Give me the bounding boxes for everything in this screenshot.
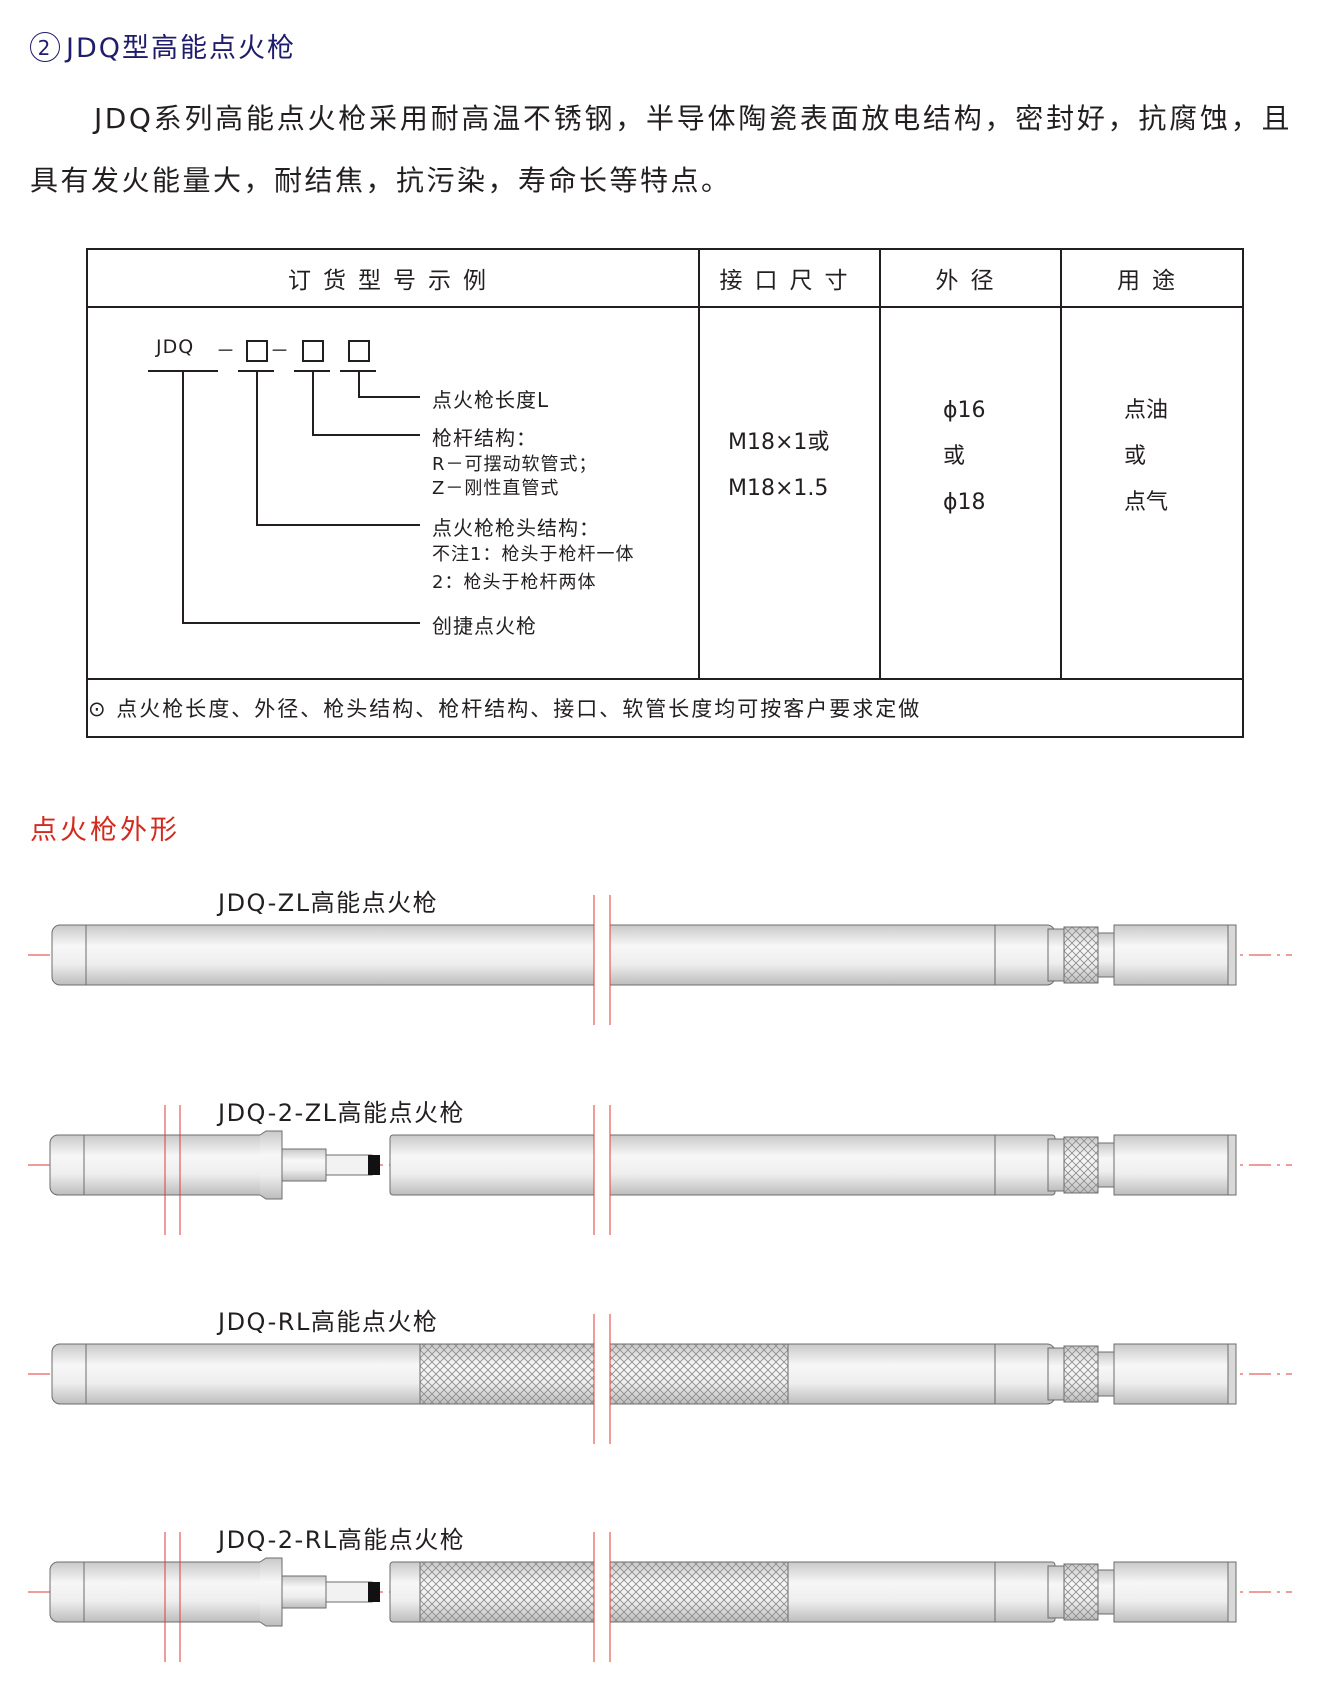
code-box-length: [348, 340, 370, 362]
gun-label-2: JDQ-2-ZL高能点火枪: [218, 1099, 466, 1127]
callout-head-1: 不注1：枪头于枪杆一体: [432, 544, 635, 565]
description-text: JDQ系列高能点火枪采用耐高温不锈钢，半导体陶瓷表面放电结构，密封好，抗腐蚀，且…: [30, 102, 1292, 197]
model-prefix: JDQ: [156, 336, 195, 358]
usage-line-1: 点油: [1124, 398, 1169, 423]
circled-number: 2: [30, 32, 60, 62]
usage-line-3: 点气: [1124, 490, 1169, 515]
gun-tip: [368, 1155, 380, 1175]
header-interface: 接口尺寸: [698, 248, 881, 308]
heading-text: JDQ型高能点火枪: [66, 33, 297, 64]
gun-body: [389, 1134, 1056, 1196]
gun-insulator: [325, 1154, 373, 1176]
gun-head-collar: [259, 1130, 283, 1200]
gun-drawing-4: [28, 1532, 1292, 1662]
callout-rod-title: 枪杆结构：: [432, 426, 537, 450]
break-gap: [594, 895, 610, 1025]
model-sep-2: －: [270, 340, 291, 362]
interface-cell: M18×1或 M18×1.5: [698, 306, 881, 680]
gun-thread-end: [1227, 1561, 1237, 1623]
gun-drawing-1: [28, 895, 1292, 1025]
callout-head-2: 2：枪头于枪杆两体: [432, 572, 597, 593]
interface-line-2: M18×1.5: [728, 476, 829, 501]
diameter-line-3: ϕ18: [943, 490, 986, 515]
order-spec-table: 订货型号示例 接口尺寸 外径 用途 JDQ － － 点火枪长度L 枪杆结构：: [86, 248, 1244, 738]
diameter-line-1: ϕ16: [943, 398, 986, 423]
break-gap: [594, 1532, 610, 1662]
gun-neck-2: [1097, 1142, 1115, 1188]
table-body-row: JDQ － － 点火枪长度L 枪杆结构： R－可摆动软管式； Z－刚性直管式 点…: [86, 306, 1244, 680]
table-note-row: ⊙ 点火枪长度、外径、枪头结构、枪杆结构、接口、软管长度均可按客户要求定做: [86, 678, 1244, 738]
gun-head: [49, 1561, 283, 1623]
gun-body: [51, 924, 1056, 986]
table-header-row: 订货型号示例 接口尺寸 外径 用途: [86, 248, 1244, 308]
model-sep-1: －: [216, 340, 237, 362]
usage-line-2: 或: [1124, 444, 1147, 469]
callout-brand: 创捷点火枪: [432, 614, 537, 638]
gun-neck: [1047, 1565, 1065, 1619]
gun-thread: [1113, 1134, 1235, 1196]
table-note: ⊙ 点火枪长度、外径、枪头结构、枪杆结构、接口、软管长度均可按客户要求定做: [86, 678, 1244, 738]
outline-title: 点火枪外形: [30, 815, 180, 846]
break-gap: [594, 1105, 610, 1235]
note-symbol: ⊙: [88, 697, 108, 721]
gun-thread-end: [1227, 1134, 1237, 1196]
gun-thread: [1113, 1343, 1235, 1405]
gun-label-4: JDQ-2-RL高能点火枪: [218, 1526, 466, 1554]
gun-neck-2: [1097, 932, 1115, 978]
header-usage: 用途: [1060, 248, 1244, 308]
code-box-rod: [302, 340, 324, 362]
note-text: 点火枪长度、外径、枪头结构、枪杆结构、接口、软管长度均可按客户要求定做: [116, 697, 922, 721]
description-paragraph: JDQ系列高能点火枪采用耐高温不锈钢，半导体陶瓷表面放电结构，密封好，抗腐蚀，且…: [30, 88, 1292, 212]
callout-rod-r: R－可摆动软管式；: [432, 454, 598, 475]
gun-head-collar: [259, 1557, 283, 1627]
interface-line-1: M18×1或: [728, 430, 830, 455]
gun-label-1: JDQ-ZL高能点火枪: [218, 889, 439, 917]
callout-length: 点火枪长度L: [432, 388, 550, 412]
code-box-head: [246, 340, 268, 362]
gun-thread: [1113, 1561, 1235, 1623]
callout-head-title: 点火枪枪头结构：: [432, 516, 600, 540]
gun-thread: [1113, 924, 1235, 986]
diameter-cell: ϕ16 或 ϕ18: [879, 306, 1062, 680]
gun-neck: [1047, 928, 1065, 982]
gun-nut-knurl: [1063, 1136, 1099, 1194]
gun-thread-end: [1227, 924, 1237, 986]
gun-thread-end: [1227, 1343, 1237, 1405]
gun-head: [49, 1134, 283, 1196]
gun-tip: [368, 1582, 380, 1602]
callout-rod-z: Z－刚性直管式: [432, 478, 560, 499]
gun-nut-knurl: [1063, 1345, 1099, 1403]
gun-insulator: [325, 1581, 373, 1603]
break-gap: [594, 1314, 610, 1444]
gun-drawing-2: [28, 1105, 1292, 1235]
gun-stem: [281, 1575, 327, 1609]
header-order-example: 订货型号示例: [86, 248, 700, 308]
header-diameter: 外径: [879, 248, 1062, 308]
model-code-diagram: JDQ － － 点火枪长度L 枪杆结构： R－可摆动软管式； Z－刚性直管式 点…: [86, 306, 700, 680]
gun-nut-knurl: [1063, 926, 1099, 984]
gun-drawing-3: [28, 1314, 1292, 1444]
gun-neck-2: [1097, 1569, 1115, 1615]
gun-neck-2: [1097, 1351, 1115, 1397]
gun-stem: [281, 1148, 327, 1182]
usage-cell: 点油 或 点气: [1060, 306, 1244, 680]
gun-label-3: JDQ-RL高能点火枪: [218, 1308, 439, 1336]
gun-nut-knurl: [1063, 1563, 1099, 1621]
gun-neck: [1047, 1347, 1065, 1401]
diameter-line-2: 或: [943, 444, 966, 469]
gun-neck: [1047, 1138, 1065, 1192]
